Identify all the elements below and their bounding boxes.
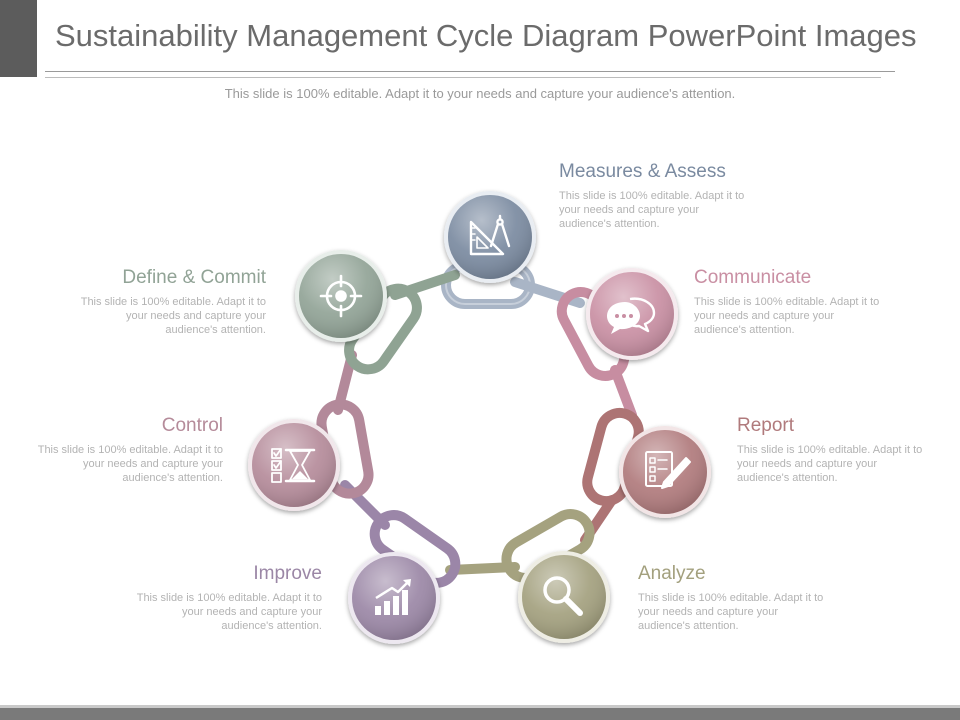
step-node-report: [619, 426, 711, 518]
step-description: This slide is 100% editable. Adapt it to…: [694, 296, 880, 336]
step-node-improve: [348, 552, 440, 644]
step-title: Measures & Assess: [559, 161, 726, 182]
title-divider: [45, 71, 895, 72]
page-title: Sustainability Management Cycle Diagram …: [55, 18, 917, 53]
corner-accent-block: [0, 0, 37, 77]
step-title: Communicate: [694, 267, 812, 288]
step-title: Report: [737, 415, 795, 436]
magnifier-icon: [543, 576, 583, 616]
step-label-define-commit: Define & Commit This slide is 100% edita…: [66, 267, 266, 337]
step-label-analyze: Analyze This slide is 100% editable. Ada…: [638, 563, 838, 633]
step-title: Define & Commit: [122, 267, 266, 288]
step-description: This slide is 100% editable. Adapt it to…: [136, 592, 322, 632]
step-label-improve: Improve This slide is 100% editable. Ada…: [122, 563, 322, 633]
step-label-communicate: Communicate This slide is 100% editable.…: [694, 267, 894, 337]
footer-bar: [0, 705, 960, 720]
step-description: This slide is 100% editable. Adapt it to…: [80, 296, 266, 336]
step-label-measures-assess: Measures & Assess This slide is 100% edi…: [559, 161, 759, 231]
bar-chart-growth-icon: [375, 579, 411, 615]
step-node-communicate: [586, 268, 678, 360]
step-description: This slide is 100% editable. Adapt it to…: [37, 444, 223, 484]
step-title: Improve: [253, 563, 322, 584]
target-crosshair-icon: [319, 274, 363, 318]
page-subtitle: This slide is 100% editable. Adapt it to…: [224, 86, 736, 101]
step-node-define-commit: [295, 250, 387, 342]
chat-bubbles-icon: [607, 297, 656, 334]
checklist-pencil-icon: [645, 451, 691, 489]
compass-ruler-icon: [469, 214, 511, 256]
checklist-hourglass-icon: [271, 448, 316, 483]
step-description: This slide is 100% editable. Adapt it to…: [559, 190, 745, 230]
step-node-control: [248, 419, 340, 511]
step-title: Control: [161, 415, 223, 436]
step-title: Analyze: [638, 563, 706, 584]
step-description: This slide is 100% editable. Adapt it to…: [638, 592, 824, 632]
step-label-control: Control This slide is 100% editable. Ada…: [23, 415, 223, 485]
step-description: This slide is 100% editable. Adapt it to…: [737, 444, 923, 484]
step-node-measures-assess: [444, 191, 536, 283]
title-divider-secondary: [45, 77, 881, 78]
step-node-analyze: [518, 551, 610, 643]
step-label-report: Report This slide is 100% editable. Adap…: [737, 415, 937, 485]
